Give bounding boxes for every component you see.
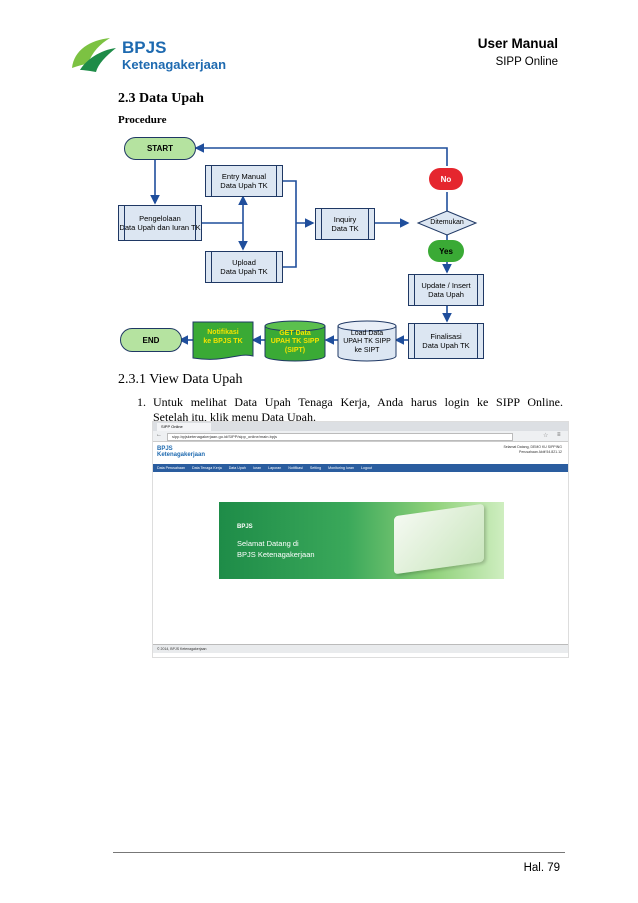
menu-data-upah[interactable]: Data Upah	[228, 466, 246, 470]
welcome-text: Selamat Datang, DEMO KU SIPPING	[503, 445, 562, 449]
document-title: User Manual	[477, 36, 558, 51]
welcome-banner: BPJS Selamat Datang di BPJS Ketenagakerj…	[219, 502, 504, 579]
menu-logout[interactable]: Logout	[361, 466, 373, 470]
company-text: Perusahaan Aktif 54.821.12	[518, 450, 562, 454]
ditemukan-diamond	[416, 210, 478, 236]
page-number: Hal. 79	[523, 862, 560, 874]
url-field[interactable]: sipp.bpjsketenagakerjaan.go.id/SIPP/sipp…	[167, 433, 513, 441]
list-item-line2: Setelah itu, klik menu Data Upah.	[153, 410, 316, 424]
menu-data-tenaga-kerja[interactable]: Data Tenaga Kerja	[191, 466, 222, 470]
browser-tabbar: SIPP Online	[153, 422, 568, 431]
flowchart-connectors	[150, 143, 478, 362]
flowchart: START END Pengelolaan Data Upah dan Iura…	[0, 0, 638, 365]
finalisasi-box: Finalisasi Data Upah TK	[408, 323, 484, 359]
site-header: BPJS Ketenagakerjaan Selamat Datang, DEM…	[153, 442, 568, 464]
menu-iuran[interactable]: Iuran	[252, 466, 262, 470]
yes-badge: Yes	[428, 240, 464, 262]
browser-tab[interactable]: SIPP Online	[157, 423, 211, 431]
list-item-line1: Untuk melihat Data Upah Tenaga Kerja, An…	[153, 395, 563, 409]
bpjs-logo-icon	[72, 38, 116, 72]
welcome-block: Selamat Datang, DEMO KU SIPPING Perusaha…	[503, 445, 562, 455]
sipp-screenshot: SIPP Online ← sipp.bpjsketenagakerjaan.g…	[152, 421, 569, 658]
get-data-label: GET Data UPAH TK SIPP (SIPT)	[270, 330, 320, 354]
no-badge: No	[429, 168, 463, 190]
menu-icon[interactable]: ≡	[557, 432, 561, 438]
update-insert-box: Update / Insert Data Upah	[408, 274, 484, 306]
site-menubar: Data Perusahaan Data Tenaga Kerja Data U…	[153, 464, 568, 472]
copyright-bar: © 2014, BPJS Ketenagakerjaan	[153, 644, 568, 653]
pengelolaan-box: Pengelolaan Data Upah dan Iuran TK	[118, 205, 202, 241]
list-item-number: 1.	[137, 395, 146, 409]
menu-laporan[interactable]: Laporan	[268, 466, 282, 470]
menu-monitoring-iuran[interactable]: Monitoring Iuran	[328, 466, 355, 470]
menu-data-perusahaan[interactable]: Data Perusahaan	[157, 466, 185, 470]
footer-divider	[113, 852, 565, 853]
section-title: 2.3 Data Upah	[118, 91, 204, 106]
procedure-label: Procedure	[118, 114, 167, 126]
notifikasi-label: Notifikasi ke BPJS TK	[203, 329, 243, 345]
menu-notifikasi[interactable]: Notifikasi	[288, 466, 303, 470]
upload-box: Upload Data Upah TK	[205, 251, 283, 283]
logo-subtitle: Ketenagakerjaan	[122, 57, 227, 72]
logo-name: BPJS	[122, 38, 167, 57]
entry-manual-box: Entry Manual Data Upah TK	[205, 165, 283, 197]
back-icon[interactable]: ←	[156, 432, 162, 438]
banner-line1: Selamat Datang di	[237, 539, 299, 548]
document-subtitle: SIPP Online	[495, 56, 558, 68]
menu-setting[interactable]: Setting	[309, 466, 322, 470]
start-terminal: START	[124, 137, 196, 160]
member-card-image	[394, 503, 484, 575]
subsection-title: 2.3.1 View Data Upah	[118, 372, 243, 387]
ditemukan-label: Ditemukan	[430, 219, 464, 226]
banner-line2: BPJS Ketenagakerjaan	[237, 550, 315, 559]
banner-logo: BPJS	[237, 524, 253, 530]
site-logo-name: BPJS	[157, 446, 173, 452]
site-logo-sub: Ketenagakerjaan	[157, 452, 206, 458]
end-terminal: END	[120, 328, 182, 352]
load-data-label: Load Data UPAH TK SIPP ke SIPT	[343, 330, 391, 354]
notifikasi-document	[192, 321, 254, 360]
star-icon[interactable]: ☆	[543, 433, 549, 439]
site-logo: BPJS Ketenagakerjaan	[157, 446, 205, 458]
inquiry-box: Inquiry Data TK	[315, 208, 375, 240]
browser-addressbar: ← sipp.bpjsketenagakerjaan.go.id/SIPP/si…	[153, 431, 568, 442]
